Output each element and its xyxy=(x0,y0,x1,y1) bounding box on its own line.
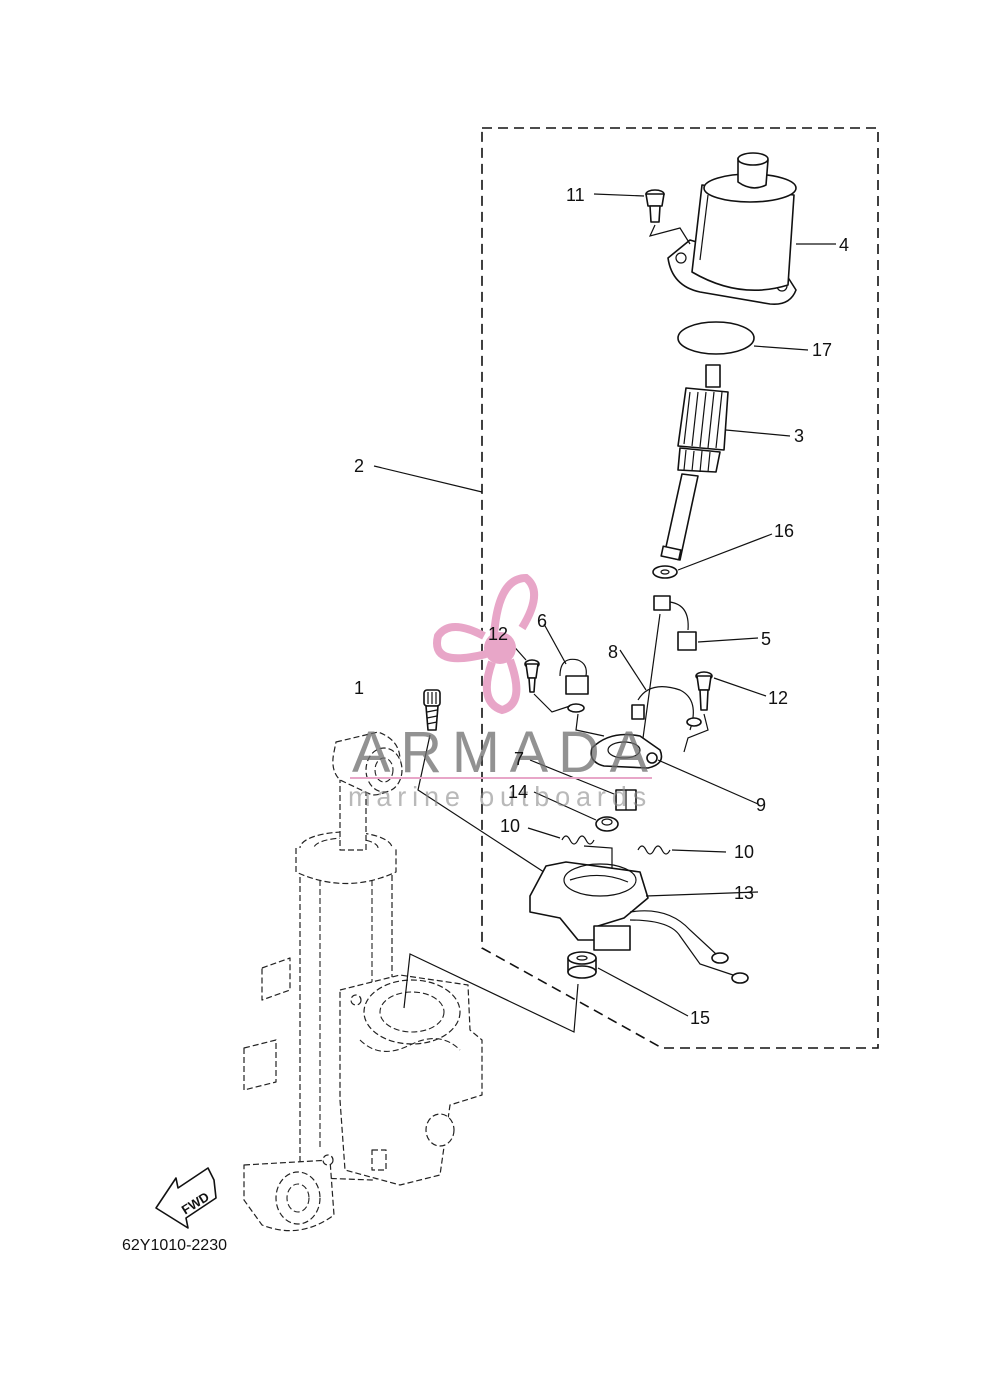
callout-1: 1 xyxy=(354,678,364,698)
callouts: 1 2 3 4 5 6 7 8 9 10 10 11 12 12 13 14 1… xyxy=(354,185,849,1028)
callout-4: 4 xyxy=(839,235,849,255)
callout-16: 16 xyxy=(774,521,794,541)
part-10-spring-right xyxy=(637,845,671,855)
fwd-arrow-icon: FWD xyxy=(155,1167,217,1229)
part-8-brush-lead xyxy=(631,686,702,731)
propeller-logo-icon xyxy=(433,573,538,715)
part-1-bolt xyxy=(423,689,441,731)
part-11-screw xyxy=(645,189,665,223)
callout-8: 8 xyxy=(608,642,618,662)
part-9-brush-holder xyxy=(590,733,663,769)
part-4-motor-yoke xyxy=(667,152,797,306)
part-7-brush-holder xyxy=(615,789,637,811)
callout-11: 11 xyxy=(566,185,585,205)
tilt-cylinder-ghost xyxy=(243,731,483,1232)
callout-12-right: 12 xyxy=(768,688,788,708)
assembly-boundary xyxy=(481,127,879,1049)
callout-7: 7 xyxy=(514,749,524,769)
part-6-brush xyxy=(559,658,589,713)
callout-12-left: 12 xyxy=(488,624,508,644)
watermark-subtitle: marine outboards xyxy=(348,781,652,812)
part-3-armature xyxy=(660,364,729,561)
watermark-name: ARMADA xyxy=(352,720,658,785)
callout-3: 3 xyxy=(794,426,804,446)
watermark: ARMADA marine outboards xyxy=(348,573,658,812)
callout-17: 17 xyxy=(812,340,832,360)
callout-2: 2 xyxy=(354,456,364,476)
part-14-collar xyxy=(595,816,619,832)
part-12-screw-left xyxy=(524,659,540,693)
part-17-o-ring xyxy=(677,321,755,355)
part-10-spring-left xyxy=(561,835,595,845)
part-5-brush xyxy=(653,595,697,651)
callout-9: 9 xyxy=(756,795,766,815)
callout-10-right: 10 xyxy=(734,842,754,862)
part-13-end-cover xyxy=(529,861,749,984)
part-12-screw-right xyxy=(695,671,713,711)
callout-6: 6 xyxy=(537,611,547,631)
callout-5: 5 xyxy=(761,629,771,649)
callout-10-left: 10 xyxy=(500,816,520,836)
callout-15: 15 xyxy=(690,1008,710,1028)
callout-14: 14 xyxy=(508,782,528,802)
part-16-washer xyxy=(652,565,678,579)
part-15-bushing xyxy=(567,951,597,979)
callout-13: 13 xyxy=(734,883,754,903)
diagram-code: 62Y1010-2230 xyxy=(122,1237,227,1254)
